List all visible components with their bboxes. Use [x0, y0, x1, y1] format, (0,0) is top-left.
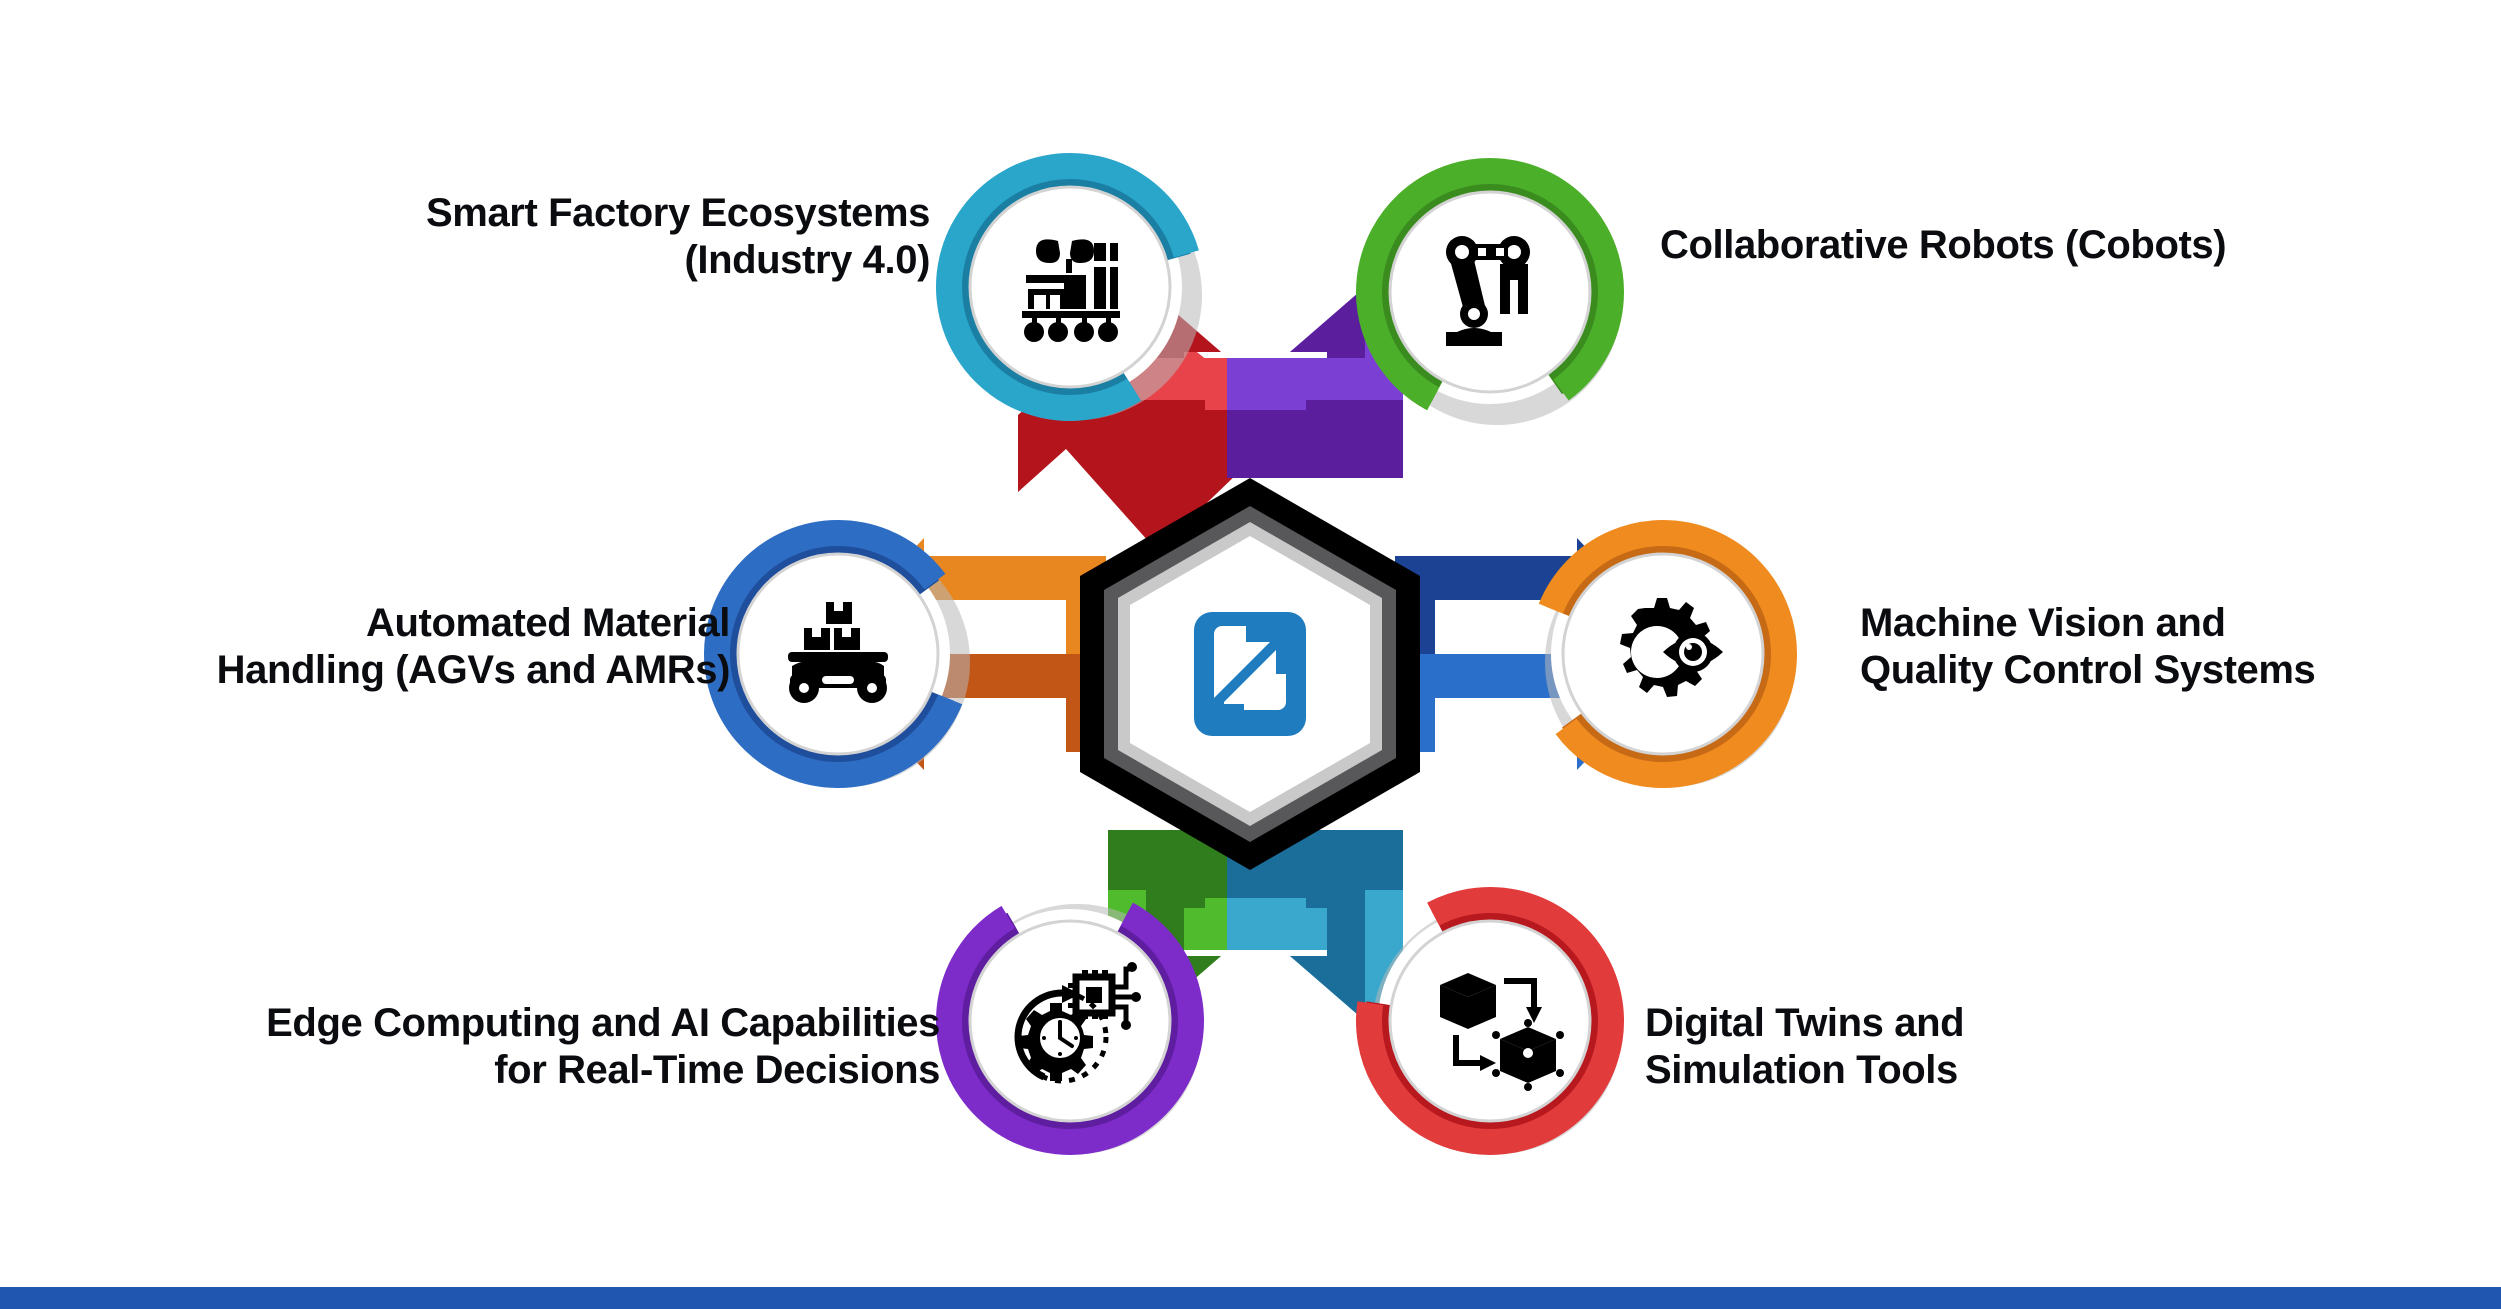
node-circle-4[interactable]: [906, 857, 1233, 1184]
node-label-0: Smart Factory Ecosystems (Industry 4.0): [426, 191, 930, 283]
node-circle-0[interactable]: [903, 120, 1236, 453]
node-label-4: Edge Computing and AI Capabilities for R…: [266, 1001, 940, 1093]
node-circle-5[interactable]: [1326, 857, 1653, 1184]
center-hexagon: [1080, 478, 1420, 870]
gear-eye-icon: [1620, 598, 1723, 697]
smart-factory-icon: [1022, 239, 1120, 342]
agv-cart-icon: [788, 602, 888, 703]
robot-arm-icon: [1446, 236, 1530, 346]
node-label-3: Machine Vision and Quality Control Syste…: [1860, 601, 2316, 693]
growth-arrow-logo: [1194, 612, 1306, 736]
accent-bar: [0, 1287, 2501, 1309]
node-circle-2[interactable]: [680, 496, 995, 811]
node-circle-1[interactable]: [1326, 128, 1653, 455]
node-label-2: Automated Material Handling (AGVs and AM…: [216, 601, 731, 693]
chip-clock-icon: [1014, 962, 1141, 1084]
node-label-5: Digital Twins and Simulation Tools: [1645, 1001, 1965, 1093]
node-label-1: Collaborative Robots (Cobots): [1660, 223, 2227, 267]
node-circle-3[interactable]: [1505, 496, 1820, 811]
digital-twin-cubes-icon: [1440, 973, 1564, 1091]
